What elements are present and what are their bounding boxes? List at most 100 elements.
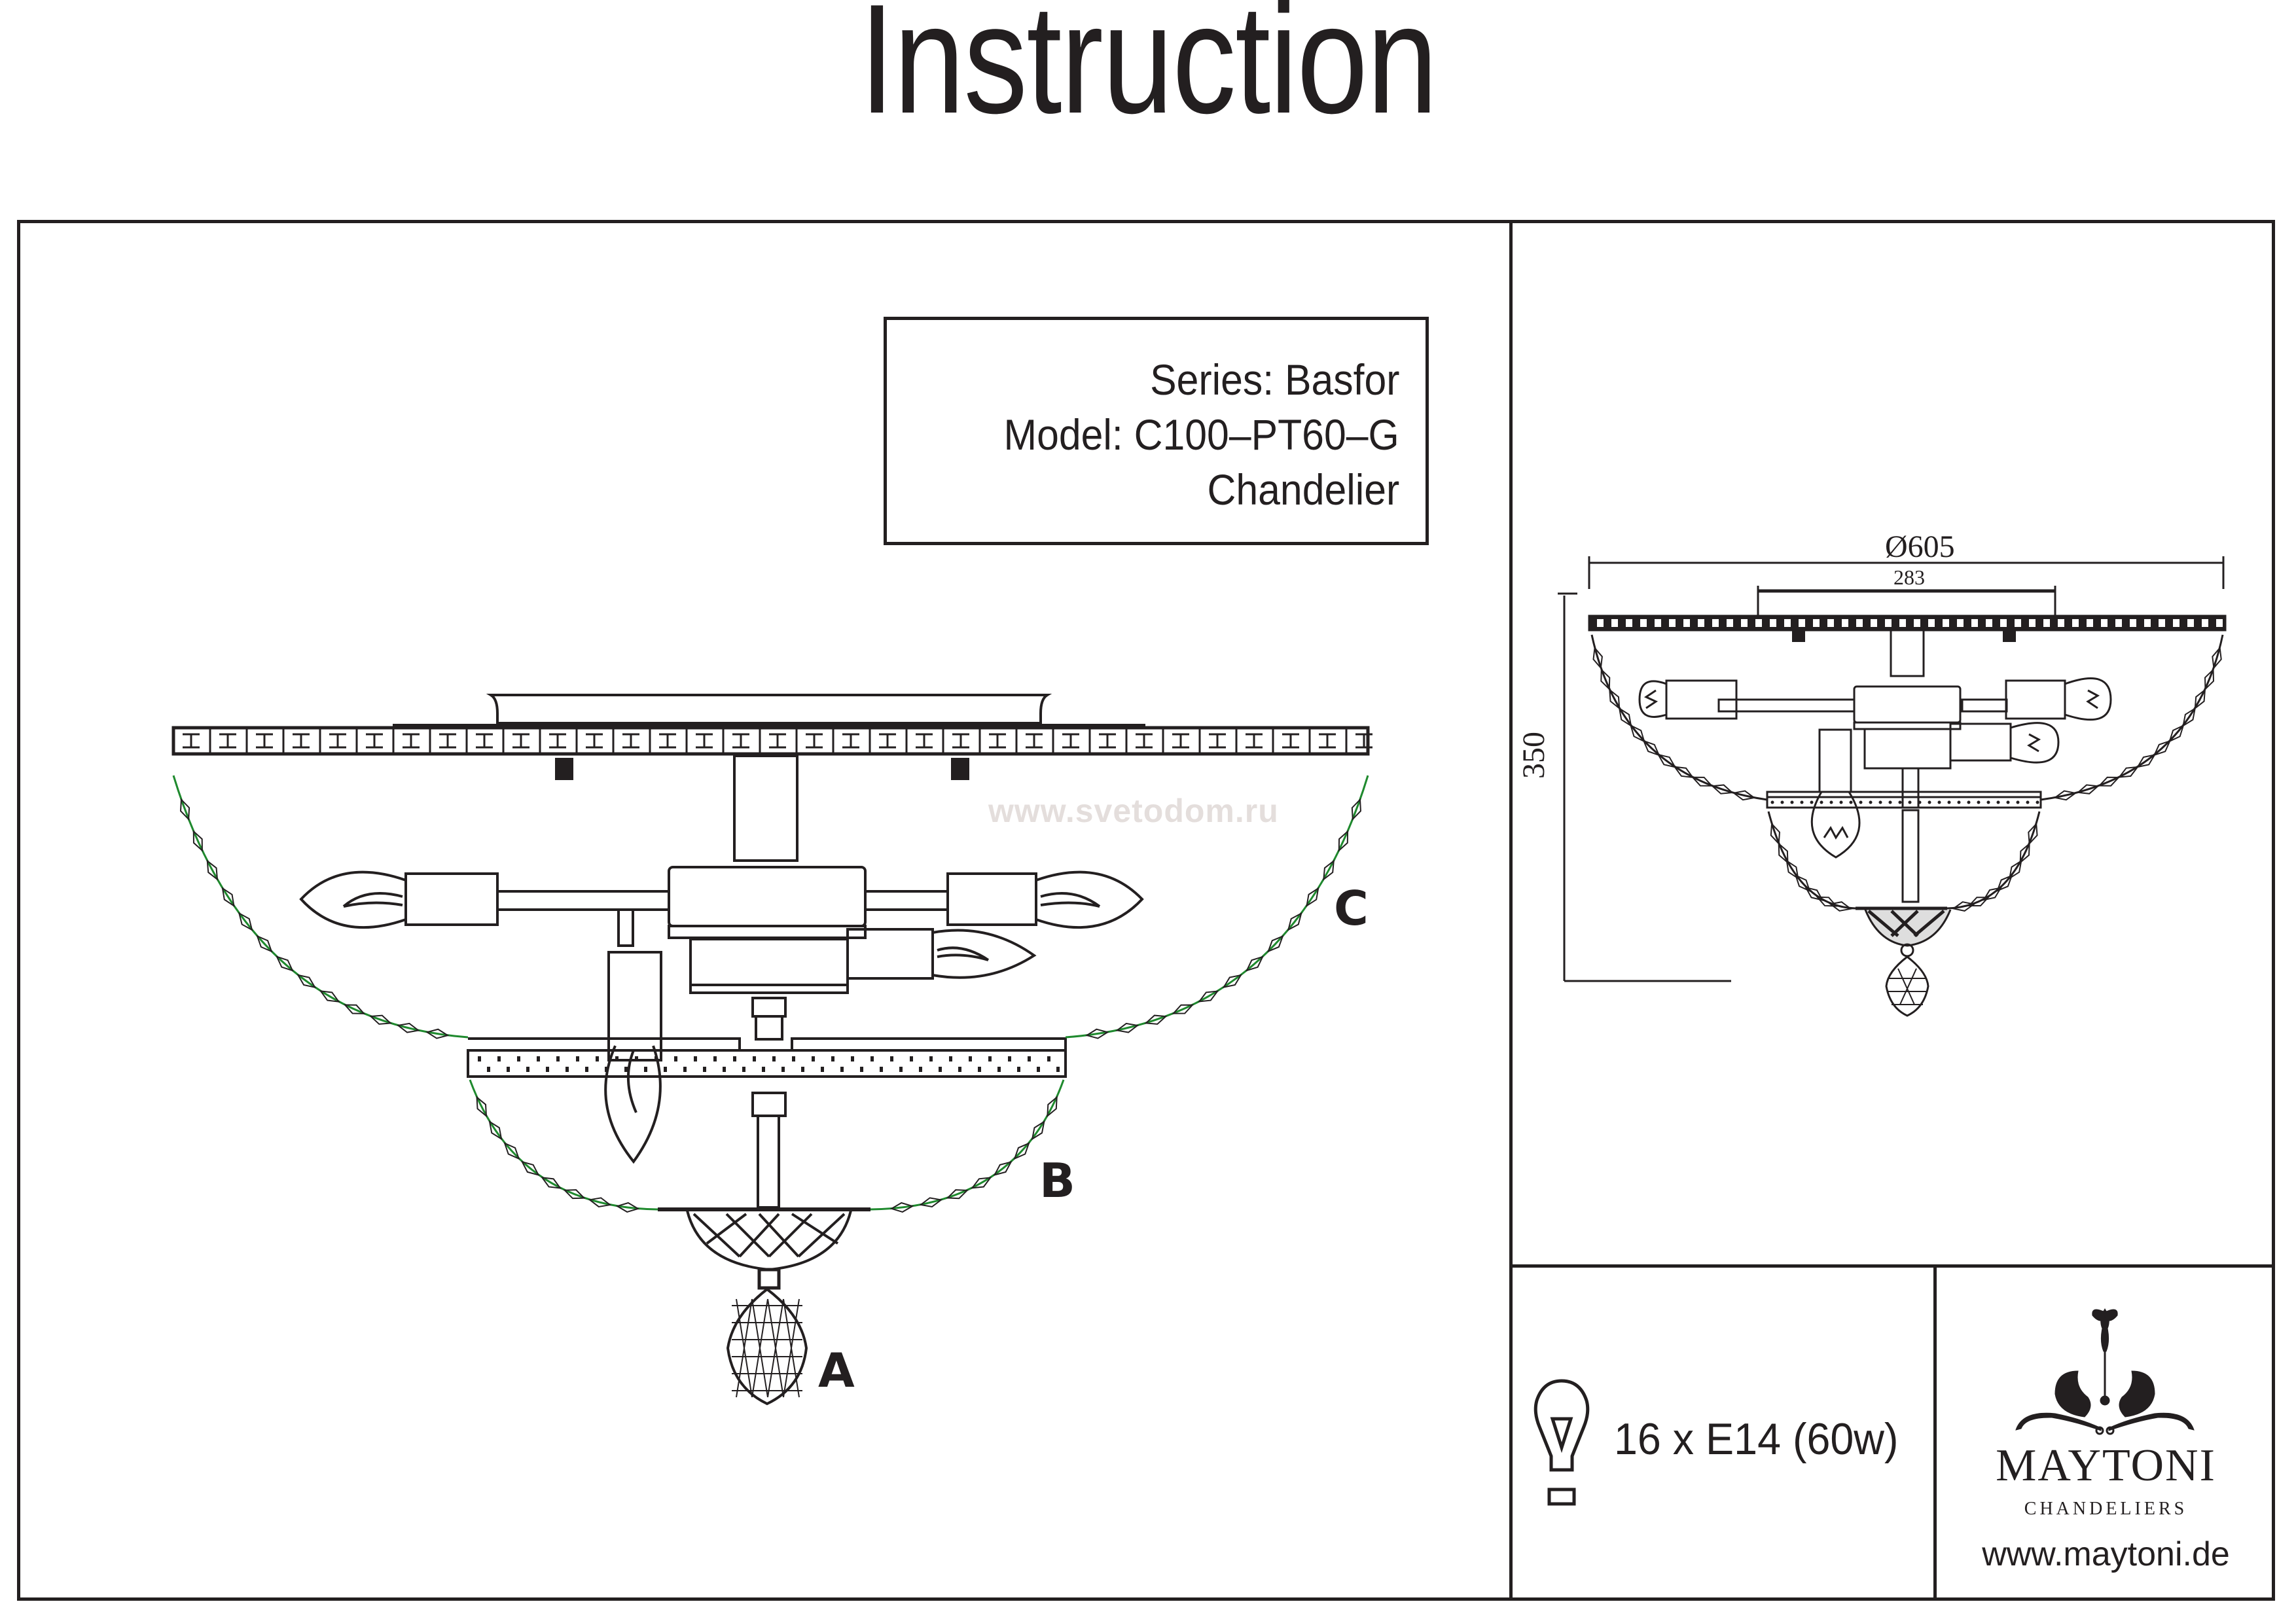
- brand-subtitle: CHANDELIERS: [2024, 1499, 2188, 1519]
- ring-segment: [2144, 619, 2151, 627]
- ring-bead: [1918, 800, 1922, 804]
- ring-segment: [1669, 619, 1676, 627]
- ring-bead: [644, 1067, 647, 1072]
- crystal-bead: [1222, 974, 1242, 988]
- ring-bead: [596, 1056, 599, 1061]
- ring-segment: [1755, 619, 1762, 627]
- crystal-chain-upper-left: [172, 775, 469, 1039]
- ring-segment: [2058, 619, 2064, 627]
- crystal-bead: [192, 830, 203, 852]
- ring-segment: [1136, 733, 1153, 749]
- crystal-chain-lower-right: [870, 1079, 1065, 1211]
- ring-bead: [851, 1056, 854, 1061]
- ring-segment: [916, 733, 933, 749]
- ring-bead: [1957, 800, 1961, 804]
- crystal-bead: [1804, 886, 1824, 902]
- ring-segment: [1282, 733, 1299, 749]
- ring-segment: [2115, 619, 2122, 627]
- ring-segment: [1246, 733, 1263, 749]
- small-bulb: [2010, 722, 2060, 764]
- ceiling-canopy: [393, 694, 1145, 726]
- ring-segment: [1827, 619, 1834, 627]
- small-finial: [1856, 906, 1952, 1017]
- bulb-specification: 16 x E14 (60w): [1614, 1414, 1899, 1464]
- ring-bead: [1008, 1056, 1011, 1061]
- ring-bead: [949, 1056, 952, 1061]
- ring-bead: [2036, 800, 2039, 804]
- crystal-bead: [488, 1120, 503, 1141]
- drawing-frame: [17, 220, 2275, 1601]
- dimension-line-height: [1558, 592, 1731, 982]
- ring-bead: [821, 1067, 824, 1072]
- crystal-bead: [343, 1004, 366, 1014]
- crystal-bead: [946, 1189, 969, 1200]
- ring-bead: [664, 1067, 667, 1072]
- crystal-bead: [1982, 887, 2003, 901]
- crystal-bead: [425, 1028, 450, 1039]
- ring-segment: [586, 733, 603, 749]
- ring-bead: [1888, 800, 1892, 804]
- frame-divider-vertical: [1509, 220, 1513, 1601]
- ring-segment: [2043, 619, 2050, 627]
- ring-bead: [939, 1067, 942, 1072]
- ring-bead: [997, 1067, 1001, 1072]
- ring-segment: [1899, 619, 1906, 627]
- ring-segment: [879, 733, 896, 749]
- ring-bead: [1977, 800, 1981, 804]
- crystal-bead: [889, 1202, 914, 1213]
- ring-bead: [1937, 800, 1941, 804]
- crystal-facet: [736, 1298, 753, 1398]
- ring-bead: [1908, 800, 1912, 804]
- bottom-finial: [658, 1207, 870, 1290]
- ring-bead: [655, 1056, 658, 1061]
- ring-bead: [546, 1067, 549, 1072]
- ring-segment: [512, 733, 529, 749]
- ring-bead: [801, 1067, 804, 1072]
- arm-left: [404, 872, 670, 926]
- ring-segment: [256, 733, 273, 749]
- small-bulb: [1810, 791, 1861, 859]
- part-label-A: A: [818, 1343, 855, 1398]
- ring-bead: [753, 1056, 756, 1061]
- ring-bead: [507, 1067, 510, 1072]
- ring-segment: [366, 733, 383, 749]
- ring-segment: [1770, 619, 1776, 627]
- ring-bead: [929, 1056, 933, 1061]
- ring-bead: [1790, 800, 1794, 804]
- ring-segment: [622, 733, 639, 749]
- crystal-bead: [2212, 646, 2222, 670]
- ring-bead: [1800, 800, 1804, 804]
- ring-bead: [1770, 800, 1774, 804]
- ring-bead: [1017, 1067, 1020, 1072]
- ring-bead: [517, 1056, 520, 1061]
- crystal-bead: [1967, 897, 1990, 907]
- product-info-box: Series: Basfor Model: C100–PT60–G Chande…: [884, 317, 1429, 545]
- ring-bead: [694, 1056, 697, 1061]
- crystal-bead: [1732, 790, 1756, 801]
- ring-segment: [219, 733, 236, 749]
- ring-bead: [792, 1056, 795, 1061]
- ring-clip: [555, 758, 573, 780]
- crystal-bead: [1031, 1120, 1045, 1141]
- crystal-bead: [238, 912, 253, 931]
- ring-segment: [659, 733, 676, 749]
- crystal-bead: [520, 1160, 540, 1177]
- ring-bead: [1967, 800, 1971, 804]
- crystal-bead: [1144, 1014, 1168, 1025]
- ring-segment: [1655, 619, 1661, 627]
- ring-segment: [1597, 619, 1604, 627]
- ring-segment: [2216, 619, 2223, 627]
- ring-segment: [1099, 733, 1116, 749]
- ring-bead: [635, 1056, 638, 1061]
- dimension-line-top-width: [1757, 586, 2056, 615]
- candle-bulb: [932, 929, 1037, 979]
- ring-bead: [723, 1067, 726, 1072]
- top-crystal-ring: [171, 726, 1372, 756]
- ring-bead: [899, 1067, 903, 1072]
- ring-bead: [537, 1056, 540, 1061]
- ring-segment: [2000, 619, 2007, 627]
- brand-website-link[interactable]: www.maytoni.de: [1982, 1535, 2230, 1573]
